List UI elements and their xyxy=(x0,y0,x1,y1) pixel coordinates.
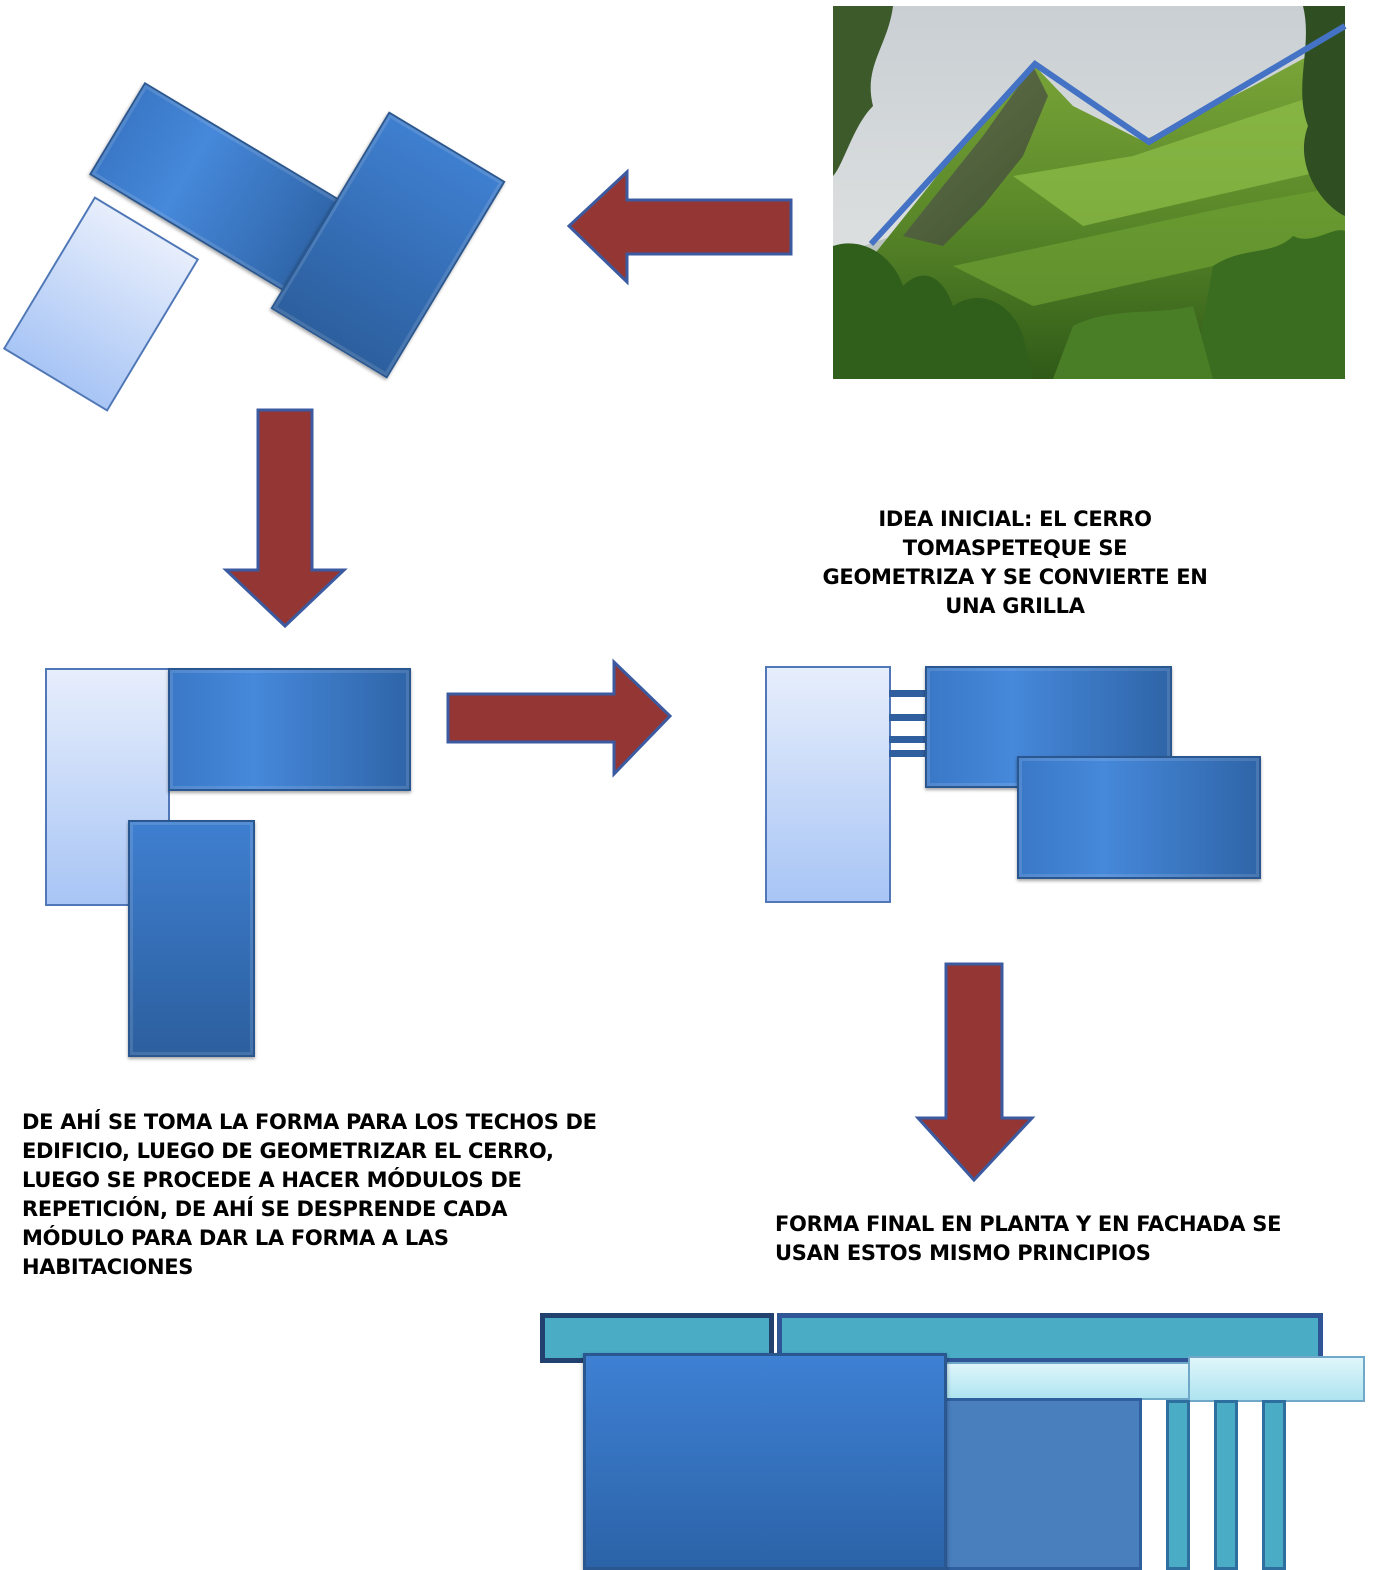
rotated-light-block xyxy=(2,196,200,412)
grid-connector-4 xyxy=(889,750,929,757)
caption-idea: IDEA INICIAL: EL CERRO TOMASPETEQUE SE G… xyxy=(822,507,1208,618)
arrow-right xyxy=(446,658,673,778)
caption-process: DE AHÍ SE TOMA LA FORMA PARA LOS TECHOS … xyxy=(22,1110,597,1279)
ortho-dark-vertical xyxy=(128,820,255,1057)
grid-light-block xyxy=(765,666,891,903)
caption-final: FORMA FINAL EN PLANTA Y EN FACHADA SE US… xyxy=(775,1212,1282,1265)
arrow-down-2 xyxy=(914,962,1036,1183)
grid-dark-block-2 xyxy=(1017,756,1261,879)
facade-main-block xyxy=(583,1353,947,1570)
facade-light-band xyxy=(940,1362,1200,1400)
grid-connector-1 xyxy=(889,690,929,697)
arrow-down-1 xyxy=(222,408,348,629)
facade-light-box xyxy=(1188,1356,1365,1402)
facade-column-2 xyxy=(1214,1400,1238,1570)
facade-column-1 xyxy=(1166,1400,1190,1570)
arrow-left xyxy=(566,168,793,286)
facade-column-3 xyxy=(1262,1400,1286,1570)
mountain-photo xyxy=(833,6,1347,379)
grid-connector-3 xyxy=(889,736,929,743)
facade-mid-panel xyxy=(930,1398,1142,1570)
ortho-dark-horizontal xyxy=(168,668,411,791)
grid-connector-2 xyxy=(889,714,929,721)
